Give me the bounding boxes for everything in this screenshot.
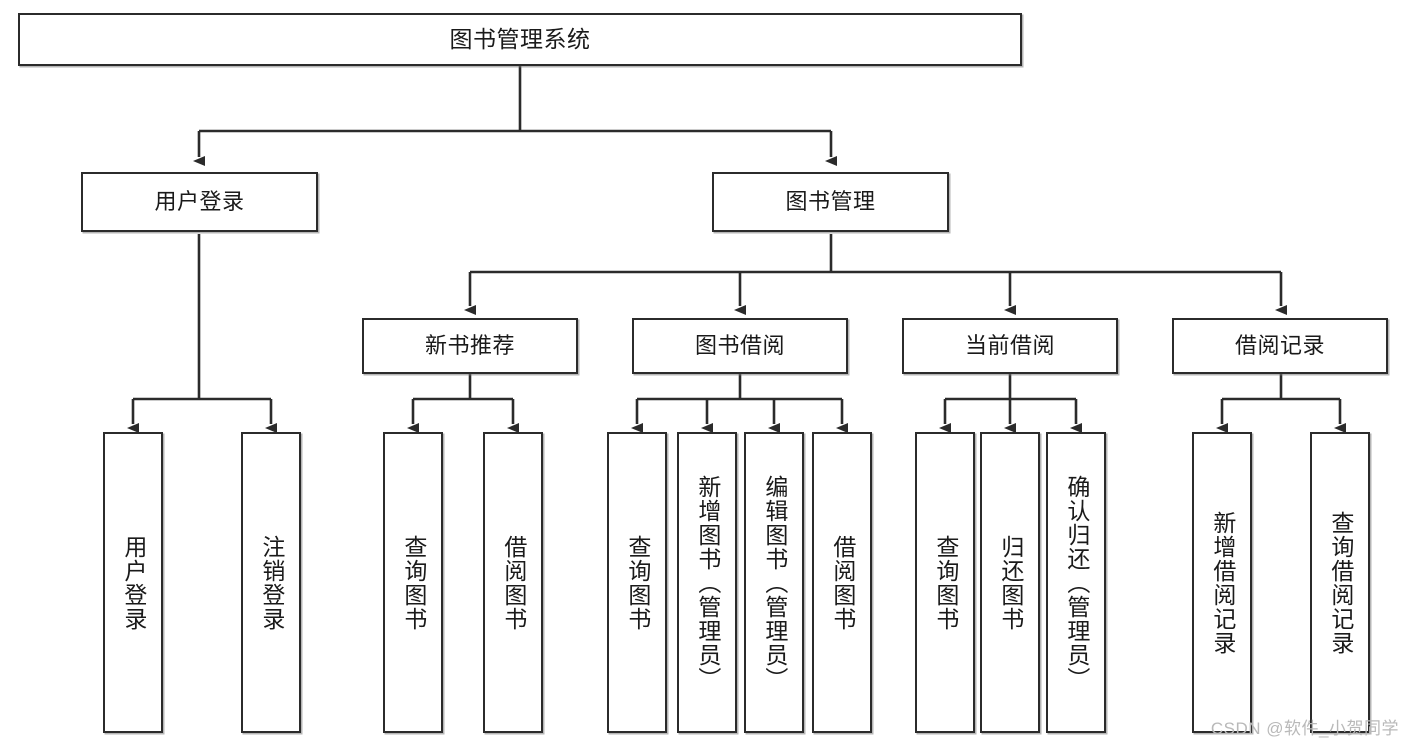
node-label: 编辑图书（管理员） <box>761 474 788 691</box>
leaf-current-borrow-confirm-return-admin[interactable]: 确认归还（管理员） <box>1046 432 1106 733</box>
node-label: 新书推荐 <box>424 333 515 359</box>
node-new-book-recommend[interactable]: 新书推荐 <box>362 318 578 374</box>
node-label: 新增图书（管理员） <box>694 474 721 691</box>
node-root-book-management-system[interactable]: 图书管理系统 <box>18 13 1022 66</box>
node-label: 确认归还（管理员） <box>1063 474 1090 691</box>
leaf-book-borrow-query-book[interactable]: 查询图书 <box>607 432 667 733</box>
node-label: 查询图书 <box>400 534 427 631</box>
node-label: 图书管理系统 <box>449 26 591 53</box>
node-book-borrow[interactable]: 图书借阅 <box>632 318 848 374</box>
node-label: 查询图书 <box>624 534 651 631</box>
node-label: 借阅记录 <box>1234 333 1325 359</box>
leaf-new-book-query-book[interactable]: 查询图书 <box>383 432 443 733</box>
leaf-book-borrow-add-book-admin[interactable]: 新增图书（管理员） <box>677 432 737 733</box>
node-book-management[interactable]: 图书管理 <box>712 172 949 232</box>
node-label: 图书管理 <box>785 189 876 215</box>
node-label: 借阅图书 <box>500 534 527 631</box>
node-label: 新增借阅记录 <box>1209 510 1236 655</box>
node-label: 归还图书 <box>997 534 1024 631</box>
leaf-borrow-record-query-record[interactable]: 查询借阅记录 <box>1310 432 1370 733</box>
node-current-borrow[interactable]: 当前借阅 <box>902 318 1118 374</box>
leaf-borrow-record-add-record[interactable]: 新增借阅记录 <box>1192 432 1252 733</box>
leaf-new-book-borrow-book[interactable]: 借阅图书 <box>483 432 543 733</box>
node-label: 图书借阅 <box>694 333 785 359</box>
leaf-user-login-logout[interactable]: 注销登录 <box>241 432 301 733</box>
node-label: 当前借阅 <box>964 333 1055 359</box>
leaf-user-login-login[interactable]: 用户登录 <box>103 432 163 733</box>
node-label: 查询借阅记录 <box>1327 510 1354 655</box>
leaf-current-borrow-return-book[interactable]: 归还图书 <box>980 432 1040 733</box>
node-label: 注销登录 <box>258 534 285 631</box>
leaf-book-borrow-borrow-book[interactable]: 借阅图书 <box>812 432 872 733</box>
node-label: 用户登录 <box>154 189 245 215</box>
leaf-book-borrow-edit-book-admin[interactable]: 编辑图书（管理员） <box>744 432 804 733</box>
node-label: 借阅图书 <box>829 534 856 631</box>
node-user-login[interactable]: 用户登录 <box>81 172 318 232</box>
node-borrow-record[interactable]: 借阅记录 <box>1172 318 1388 374</box>
node-label: 查询图书 <box>932 534 959 631</box>
leaf-current-borrow-query-book[interactable]: 查询图书 <box>915 432 975 733</box>
node-label: 用户登录 <box>120 534 147 631</box>
